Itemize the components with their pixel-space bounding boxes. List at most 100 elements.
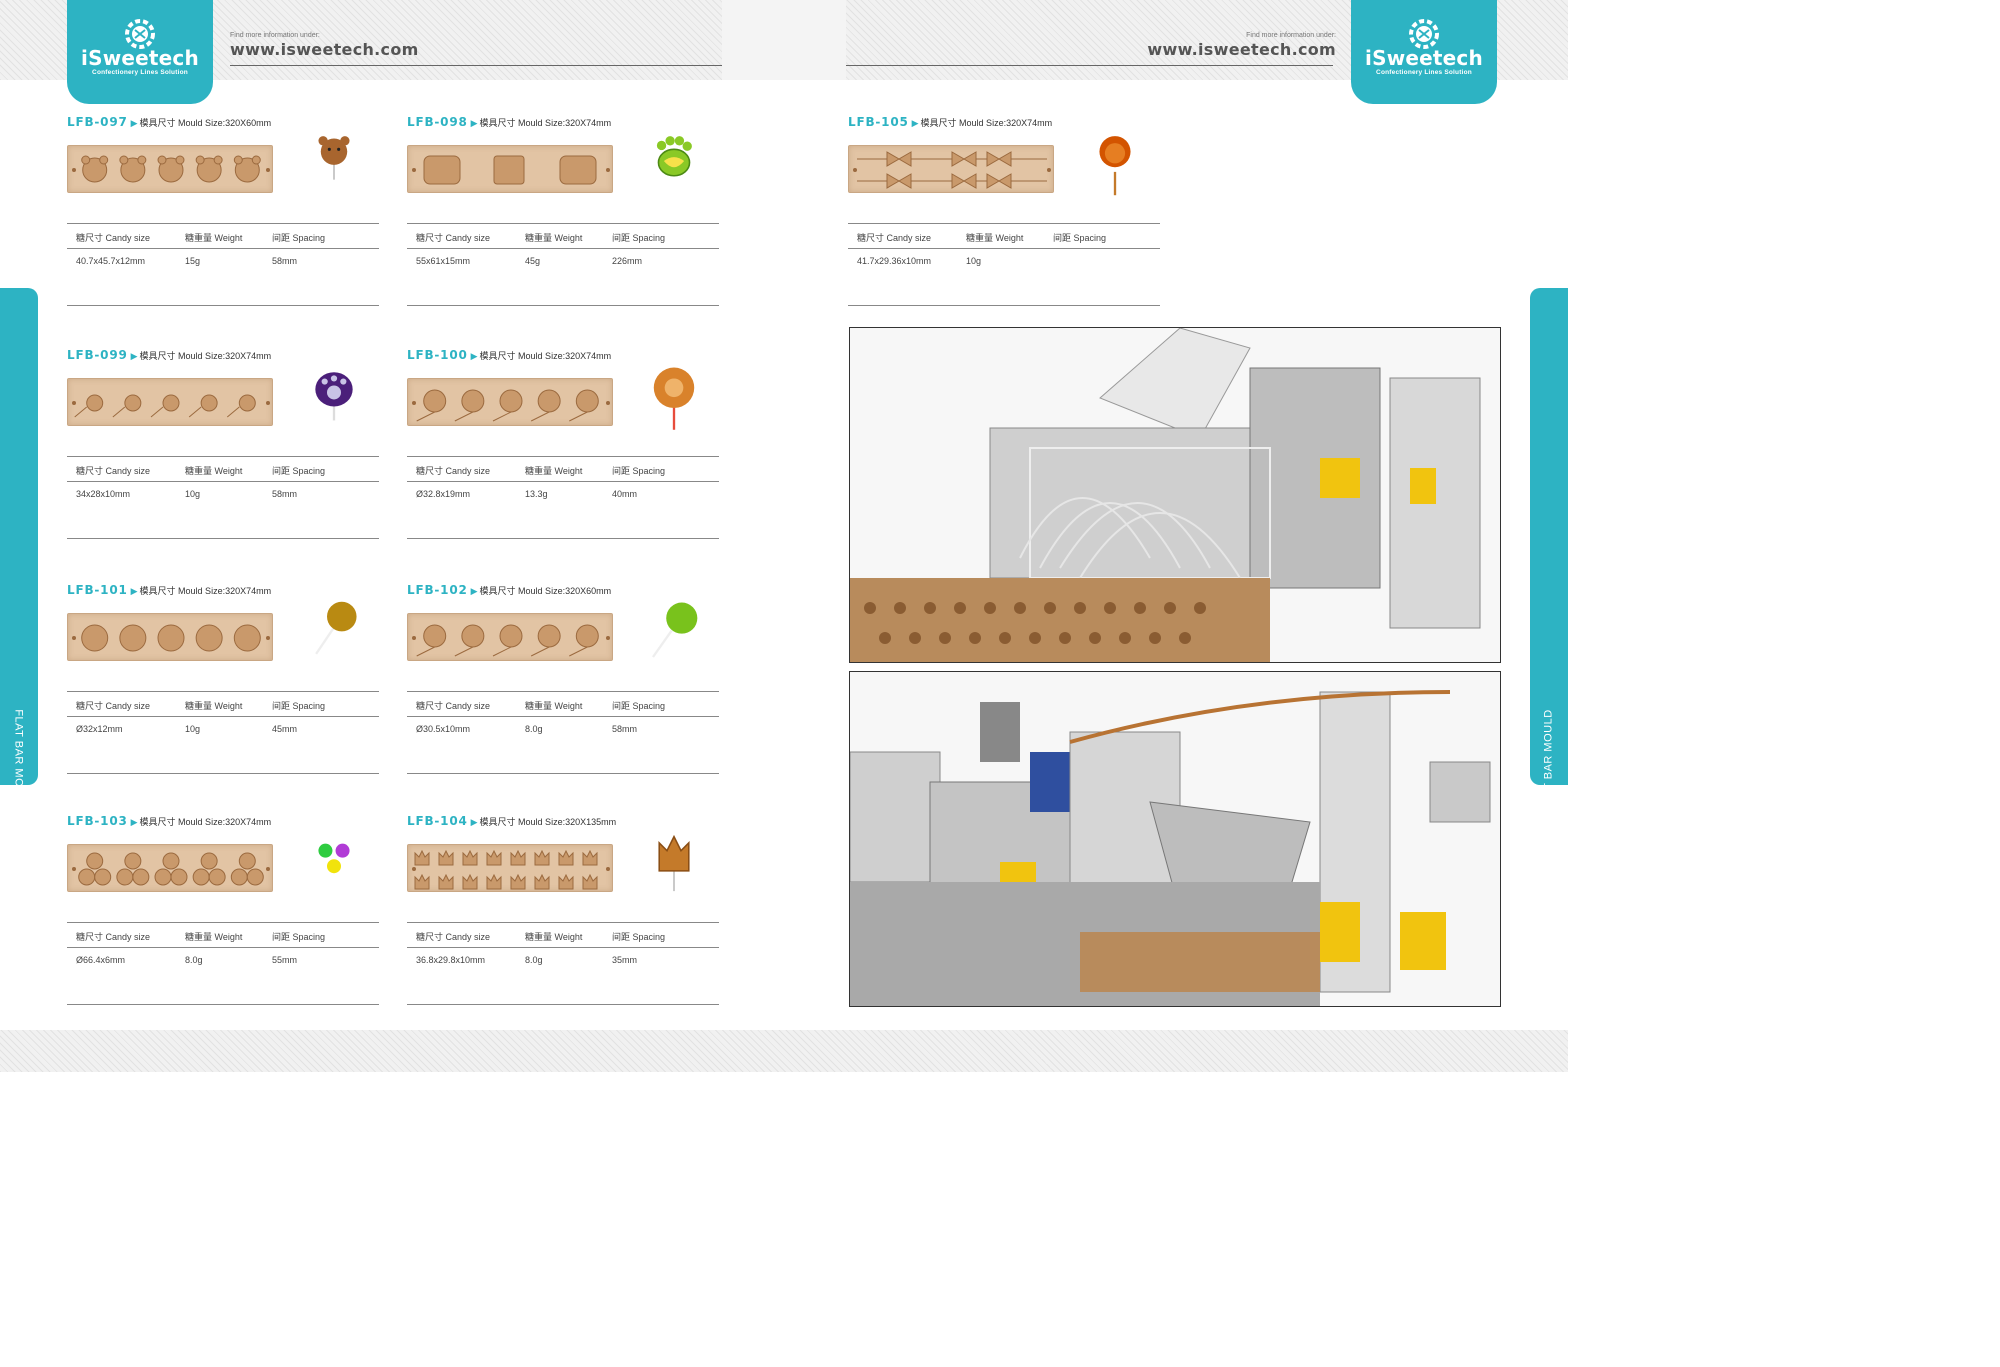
spec-table: 糖尺寸 Candy size 糖重量 Weight 间距 Spacing Ø30… <box>407 691 719 743</box>
header-weight: 糖重量 Weight <box>525 233 583 243</box>
depositing-machine-photo <box>849 327 1501 663</box>
gear-candy-logo-icon <box>1409 19 1439 49</box>
spec-table: 糖尺寸 Candy size 糖重量 Weight 间距 Spacing 36.… <box>407 922 719 974</box>
mould-size-label: 模具尺寸 Mould Size: <box>920 118 1007 128</box>
spec-value-row: 40.7x45.7x12mm 15g 58mm <box>67 249 379 275</box>
mould-image <box>67 844 273 892</box>
round-green-lollipop-icon <box>652 602 698 658</box>
triangle-right-icon: ▶ <box>130 586 138 596</box>
spec-table: 糖尺寸 Candy size 糖重量 Weight 间距 Spacing Ø66… <box>67 922 379 974</box>
spec-value-row: 55x61x15mm 45g 226mm <box>407 249 719 275</box>
bear-face-lollipop-icon <box>318 136 350 180</box>
page-number: 02 <box>1544 957 1554 966</box>
header-spacing: 间距 Spacing <box>1053 233 1107 243</box>
header-spacing: 间距 Spacing <box>272 932 326 942</box>
header-weight: 糖重量 Weight <box>966 233 1024 243</box>
triple-circle-cavity-icon <box>72 852 270 886</box>
header-candy-size: 糖尺寸 Candy size <box>416 233 491 243</box>
product-title: LFB-102▶模具尺寸 Mould Size:320X60mm <box>407 583 611 598</box>
weight-value: 8.0g <box>525 724 543 734</box>
spacing-value: 226mm <box>612 256 643 266</box>
bottom-hatched-band <box>0 1030 1568 1072</box>
product-title: LFB-105▶模具尺寸 Mould Size:320X74mm <box>848 115 1052 130</box>
round-disc-cavity-icon <box>72 624 270 652</box>
mould-size-label: 模具尺寸 Mould Size: <box>139 118 226 128</box>
cooking-depositor-photo <box>849 671 1501 1007</box>
triangle-right-icon: ▶ <box>470 817 478 827</box>
spacing-value: 58mm <box>612 724 638 734</box>
brand-logo-left[interactable]: iSweetech Confectionery Lines Solution <box>67 0 213 104</box>
round-stick-cavity-icon <box>412 389 610 422</box>
brand-name: iSweetech <box>1365 46 1483 70</box>
product-title: LFB-101▶模具尺寸 Mould Size:320X74mm <box>67 583 271 598</box>
mould-image <box>407 844 613 892</box>
section-title-cn: 扁棒模具 <box>12 869 25 931</box>
product-card: LFB-101▶模具尺寸 Mould Size:320X74mm 糖尺寸 Can… <box>67 583 379 783</box>
card-bottom-rule <box>67 1004 379 1005</box>
product-title: LFB-098▶模具尺寸 Mould Size:320X74mm <box>407 115 611 130</box>
header-weight: 糖重量 Weight <box>185 233 243 243</box>
weight-value: 13.3g <box>525 489 548 499</box>
product-card: LFB-102▶模具尺寸 Mould Size:320X60mm 糖尺寸 Can… <box>407 583 719 783</box>
mould-image <box>407 613 613 661</box>
candy-size-value: 41.7x29.36x10mm <box>857 256 932 266</box>
bear-face-cavity-icon <box>72 155 270 183</box>
header-candy-size: 糖尺寸 Candy size <box>76 932 151 942</box>
mould-size-label: 模具尺寸 Mould Size: <box>479 586 566 596</box>
mould-size-value: 320X74mm <box>225 351 272 361</box>
mould-image <box>848 145 1054 193</box>
section-title-en: FLAT BAR MOULD <box>1543 709 1555 811</box>
product-code: LFB-103 <box>67 814 128 828</box>
header-weight: 糖重量 Weight <box>525 701 583 711</box>
spec-table: 糖尺寸 Candy size 糖重量 Weight 间距 Spacing 40.… <box>67 223 379 275</box>
page-number: 01 <box>14 957 24 966</box>
header-candy-size: 糖尺寸 Candy size <box>76 466 151 476</box>
spec-table: 糖尺寸 Candy size 糖重量 Weight 间距 Spacing 41.… <box>848 223 1160 275</box>
card-bottom-rule <box>407 773 719 774</box>
spec-header-row: 糖尺寸 Candy size 糖重量 Weight 间距 Spacing <box>67 456 379 482</box>
mould-image <box>67 145 273 193</box>
weight-value: 8.0g <box>525 955 543 965</box>
paw-lollipop-icon <box>656 136 692 177</box>
product-title: LFB-097▶模具尺寸 Mould Size:320X60mm <box>67 115 271 130</box>
small-paw-cavity-icon <box>72 394 270 418</box>
header-weight: 糖重量 Weight <box>185 466 243 476</box>
lion-lollipop-icon <box>1099 136 1131 196</box>
header-weight: 糖重量 Weight <box>185 701 243 711</box>
candy-size-value: 55x61x15mm <box>416 256 471 266</box>
triangle-right-icon: ▶ <box>130 118 138 128</box>
spec-table: 糖尺寸 Candy size 糖重量 Weight 间距 Spacing Ø32… <box>67 691 379 743</box>
header-weight: 糖重量 Weight <box>525 466 583 476</box>
website-link[interactable]: www.isweetech.com <box>1147 40 1336 59</box>
section-title-cn: 扁棒模具 <box>1542 869 1555 931</box>
brand-tagline: Confectionery Lines Solution <box>1376 69 1472 76</box>
spacing-value: 40mm <box>612 489 638 499</box>
triangle-right-icon: ▶ <box>130 817 138 827</box>
mould-size-label: 模具尺寸 Mould Size: <box>479 351 566 361</box>
spec-table: 糖尺寸 Candy size 糖重量 Weight 间距 Spacing 34x… <box>67 456 379 508</box>
header-candy-size: 糖尺寸 Candy size <box>416 701 491 711</box>
header-spacing: 间距 Spacing <box>272 233 326 243</box>
spec-header-row: 糖尺寸 Candy size 糖重量 Weight 间距 Spacing <box>407 456 719 482</box>
mould-size-value: 320X60mm <box>565 586 612 596</box>
header-spacing: 间距 Spacing <box>272 701 326 711</box>
product-code: LFB-104 <box>407 814 468 828</box>
brand-logo-right[interactable]: iSweetech Confectionery Lines Solution <box>1351 0 1497 104</box>
mould-image <box>407 378 613 426</box>
triangle-right-icon: ▶ <box>911 118 919 128</box>
triangle-right-icon: ▶ <box>130 351 138 361</box>
spacing-value: 55mm <box>272 955 298 965</box>
page-gutter <box>722 0 846 80</box>
mould-size-label: 模具尺寸 Mould Size: <box>139 817 226 827</box>
weight-value: 10g <box>185 724 201 734</box>
card-bottom-rule <box>67 773 379 774</box>
website-link[interactable]: www.isweetech.com <box>230 40 419 59</box>
weight-value: 45g <box>525 256 541 266</box>
spacing-value: 58mm <box>272 256 298 266</box>
product-card: LFB-099▶模具尺寸 Mould Size:320X74mm 糖尺寸 Can… <box>67 348 379 548</box>
side-divider <box>1536 855 1562 856</box>
product-title: LFB-103▶模具尺寸 Mould Size:320X74mm <box>67 814 271 829</box>
card-bottom-rule <box>67 538 379 539</box>
website-block-right: Find more information under: www.isweete… <box>846 32 1336 60</box>
mould-image <box>67 613 273 661</box>
